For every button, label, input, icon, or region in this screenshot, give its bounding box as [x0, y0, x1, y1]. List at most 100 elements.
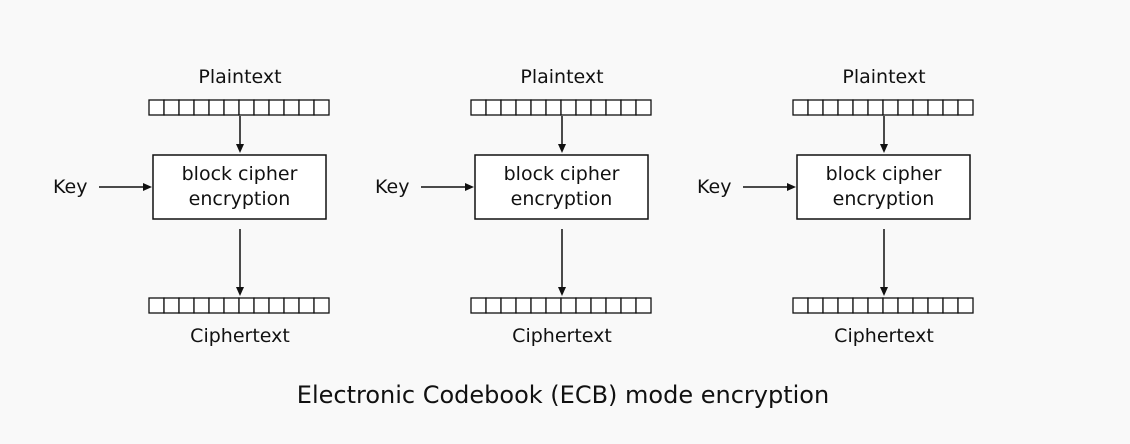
plaintext-block-cell [867, 99, 884, 116]
plaintext-block-cell [837, 99, 854, 116]
ciphertext-block-cell [635, 297, 652, 314]
key-label: Key [697, 176, 731, 198]
ciphertext-label: Ciphertext [190, 325, 290, 347]
ciphertext-block-cell [620, 297, 637, 314]
plaintext-block-cell [193, 99, 210, 116]
ciphertext-block-cell [485, 297, 502, 314]
plaintext-block-cell [792, 99, 809, 116]
plaintext-block-cell [515, 99, 532, 116]
ciphertext-block-cell [545, 297, 562, 314]
block-cipher-label: block cipher [182, 163, 298, 185]
plaintext-block-cell [822, 99, 839, 116]
plaintext-block-cell [268, 99, 285, 116]
block-cipher-label: block cipher [826, 163, 942, 185]
ciphertext-block-cell [852, 297, 869, 314]
ciphertext-block-cell [313, 297, 330, 314]
plaintext-block-cell [470, 99, 487, 116]
encryption-label: encryption [833, 188, 935, 210]
ciphertext-block-cell [470, 297, 487, 314]
ciphertext-block-cell [268, 297, 285, 314]
plaintext-block-cell [605, 99, 622, 116]
block-cipher-label: block cipher [504, 163, 620, 185]
ciphertext-block-cell [927, 297, 944, 314]
ciphertext-block-cell [792, 297, 809, 314]
ciphertext-block-cell [515, 297, 532, 314]
ciphertext-block-cell [807, 297, 824, 314]
block-cipher-box [474, 154, 649, 220]
plaintext-block-cell [635, 99, 652, 116]
plaintext-label: Plaintext [842, 66, 925, 88]
ciphertext-block-cell [500, 297, 517, 314]
stage-1: Plaintext block cipher encryption KeyCipher… [53, 66, 330, 347]
ciphertext-arrow-head [880, 287, 888, 296]
ciphertext-block-cell [530, 297, 547, 314]
ciphertext-block [792, 297, 974, 314]
ciphertext-block-cell [882, 297, 899, 314]
ciphertext-block-cell [942, 297, 959, 314]
plaintext-block-cell [882, 99, 899, 116]
plaintext-block-cell [163, 99, 180, 116]
plaintext-block [470, 99, 652, 116]
plaintext-block-cell [575, 99, 592, 116]
plaintext-block-cell [485, 99, 502, 116]
plaintext-block-cell [560, 99, 577, 116]
plaintext-block-cell [253, 99, 270, 116]
ciphertext-block [470, 297, 652, 314]
ciphertext-arrow-head [558, 287, 566, 296]
plaintext-block-cell [852, 99, 869, 116]
ciphertext-block-cell [912, 297, 929, 314]
key-label: Key [53, 176, 87, 198]
ciphertext-block-cell [575, 297, 592, 314]
plaintext-arrow-head [558, 144, 566, 153]
ciphertext-label: Ciphertext [834, 325, 934, 347]
plaintext-block-cell [178, 99, 195, 116]
plaintext-block-cell [283, 99, 300, 116]
ciphertext-block-cell [238, 297, 255, 314]
plaintext-arrow-head [236, 144, 244, 153]
ciphertext-block-cell [590, 297, 607, 314]
plaintext-block-cell [942, 99, 959, 116]
key-arrow-head [465, 183, 474, 191]
block-cipher-box [152, 154, 327, 220]
ciphertext-block-cell [897, 297, 914, 314]
plaintext-block-cell [313, 99, 330, 116]
plaintext-block-cell [620, 99, 637, 116]
ciphertext-block-cell [148, 297, 165, 314]
key-label: Key [375, 176, 409, 198]
key-arrow-head [143, 183, 152, 191]
ciphertext-block-cell [223, 297, 240, 314]
plaintext-block-cell [927, 99, 944, 116]
ciphertext-block-cell [560, 297, 577, 314]
plaintext-block-cell [530, 99, 547, 116]
encryption-label: encryption [189, 188, 291, 210]
plaintext-label: Plaintext [198, 66, 281, 88]
plaintext-block-cell [957, 99, 974, 116]
stage-2: Plaintext block cipher encryption KeyCipher… [375, 66, 652, 347]
plaintext-block-cell [223, 99, 240, 116]
plaintext-block-cell [238, 99, 255, 116]
ciphertext-block-cell [957, 297, 974, 314]
ciphertext-block-cell [253, 297, 270, 314]
ciphertext-block-cell [208, 297, 225, 314]
ciphertext-block [148, 297, 330, 314]
ciphertext-block-cell [163, 297, 180, 314]
plaintext-block-cell [208, 99, 225, 116]
plaintext-block-cell [590, 99, 607, 116]
encryption-label: encryption [511, 188, 613, 210]
block-cipher-box [796, 154, 971, 220]
ciphertext-label: Ciphertext [512, 325, 612, 347]
diagram-caption: Electronic Codebook (ECB) mode encryptio… [297, 381, 829, 409]
plaintext-block-cell [545, 99, 562, 116]
plaintext-label: Plaintext [520, 66, 603, 88]
plaintext-block [148, 99, 330, 116]
ciphertext-block-cell [178, 297, 195, 314]
plaintext-block-cell [148, 99, 165, 116]
plaintext-arrow-head [880, 144, 888, 153]
ciphertext-arrow-head [236, 287, 244, 296]
stage-3: Plaintext block cipher encryption KeyCipher… [697, 66, 974, 347]
plaintext-block-cell [897, 99, 914, 116]
key-arrow-head [787, 183, 796, 191]
ciphertext-block-cell [605, 297, 622, 314]
stages: Plaintext block cipher encryption KeyCipher… [53, 66, 974, 347]
